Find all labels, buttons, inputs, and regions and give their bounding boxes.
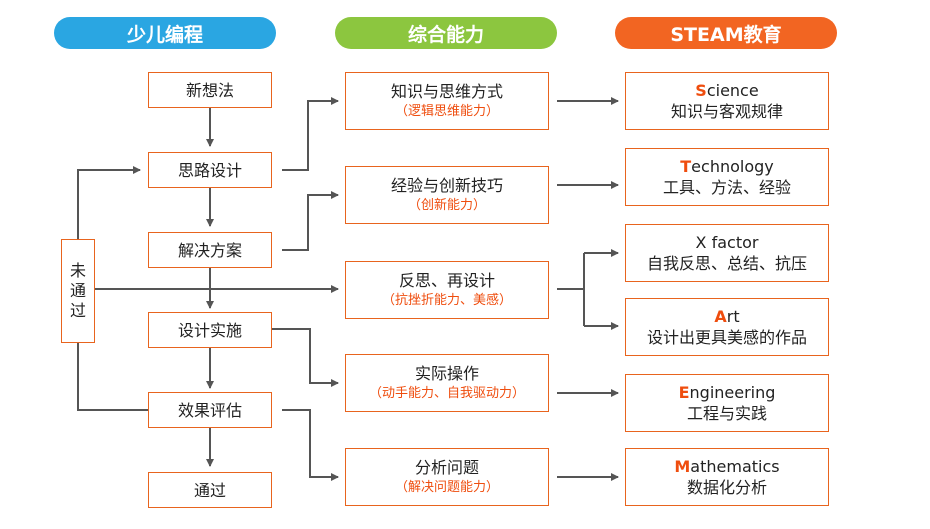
ability-title: 知识与思维方式 [390,82,503,101]
ability-practical-operation: 实际操作 （动手能力、自我驱动力） [345,354,549,412]
not-passed-char: 未 [69,261,86,280]
ability-title: 分析问题 [414,458,479,477]
ability-knowledge-thinking: 知识与思维方式 （逻辑思维能力） [345,72,549,130]
ability-subtitle: （解决问题能力） [394,480,499,495]
header-kids-programming: 少儿编程 [54,17,276,49]
link-line [282,191,339,251]
not-passed-box: 未 通 过 [61,239,95,343]
ability-subtitle: （创新能力） [407,198,486,213]
steam-title: Technology [680,157,774,176]
ability-experience-innovation: 经验与创新技巧 （创新能力） [345,166,549,224]
steam-title: Mathematics [674,457,780,476]
steam-desc: 设计出更具美感的作品 [646,328,807,347]
link-line [272,328,339,387]
step-passed: 通过 [148,472,272,508]
steam-desc: 数据化分析 [686,478,767,497]
steam-art: Art 设计出更具美感的作品 [625,298,829,356]
step-label: 解决方案 [177,240,242,260]
steam-engineering: Engineering 工程与实践 [625,374,829,432]
step-label: 思路设计 [177,160,242,180]
step-new-idea: 新想法 [148,72,272,108]
link-line [282,409,339,481]
ability-subtitle: （动手能力、自我驱动力） [368,386,525,401]
steam-science: Science 知识与客观规律 [625,72,829,130]
ability-subtitle: （抗挫折能力、美感） [381,293,512,308]
steam-title: Science [695,81,759,100]
steam-desc: 工具、方法、经验 [662,178,791,197]
steam-x-factor: X factor 自我反思、总结、抗压 [625,224,829,282]
link-line [282,97,339,171]
step-label: 效果评估 [177,400,242,420]
step-label: 通过 [193,480,226,500]
not-passed-char: 过 [69,301,86,320]
step-label: 设计实施 [177,320,242,340]
steam-desc: 知识与客观规律 [670,102,783,121]
steam-title: X factor [695,233,759,252]
step-solution: 解决方案 [148,232,272,268]
ability-title: 实际操作 [414,364,479,383]
ability-title: 反思、再设计 [398,271,495,290]
ability-subtitle: （逻辑思维能力） [394,104,499,119]
step-evaluation: 效果评估 [148,392,272,428]
step-implementation: 设计实施 [148,312,272,348]
steam-title: Art [714,307,740,326]
steam-technology: Technology 工具、方法、经验 [625,148,829,206]
ability-title: 经验与创新技巧 [390,176,503,195]
steam-desc: 工程与实践 [686,404,767,423]
header-steam-education: STEAM教育 [615,17,837,49]
steam-desc: 自我反思、总结、抗压 [646,254,807,273]
steam-title: Engineering [678,383,776,402]
not-passed-char: 通 [69,281,86,300]
step-label: 新想法 [185,80,234,100]
ability-problem-analysis: 分析问题 （解决问题能力） [345,448,549,506]
ability-reflection-redesign: 反思、再设计 （抗挫折能力、美感） [345,261,549,319]
header-comprehensive-ability: 综合能力 [335,17,557,49]
steam-mathematics: Mathematics 数据化分析 [625,448,829,506]
step-idea-design: 思路设计 [148,152,272,188]
